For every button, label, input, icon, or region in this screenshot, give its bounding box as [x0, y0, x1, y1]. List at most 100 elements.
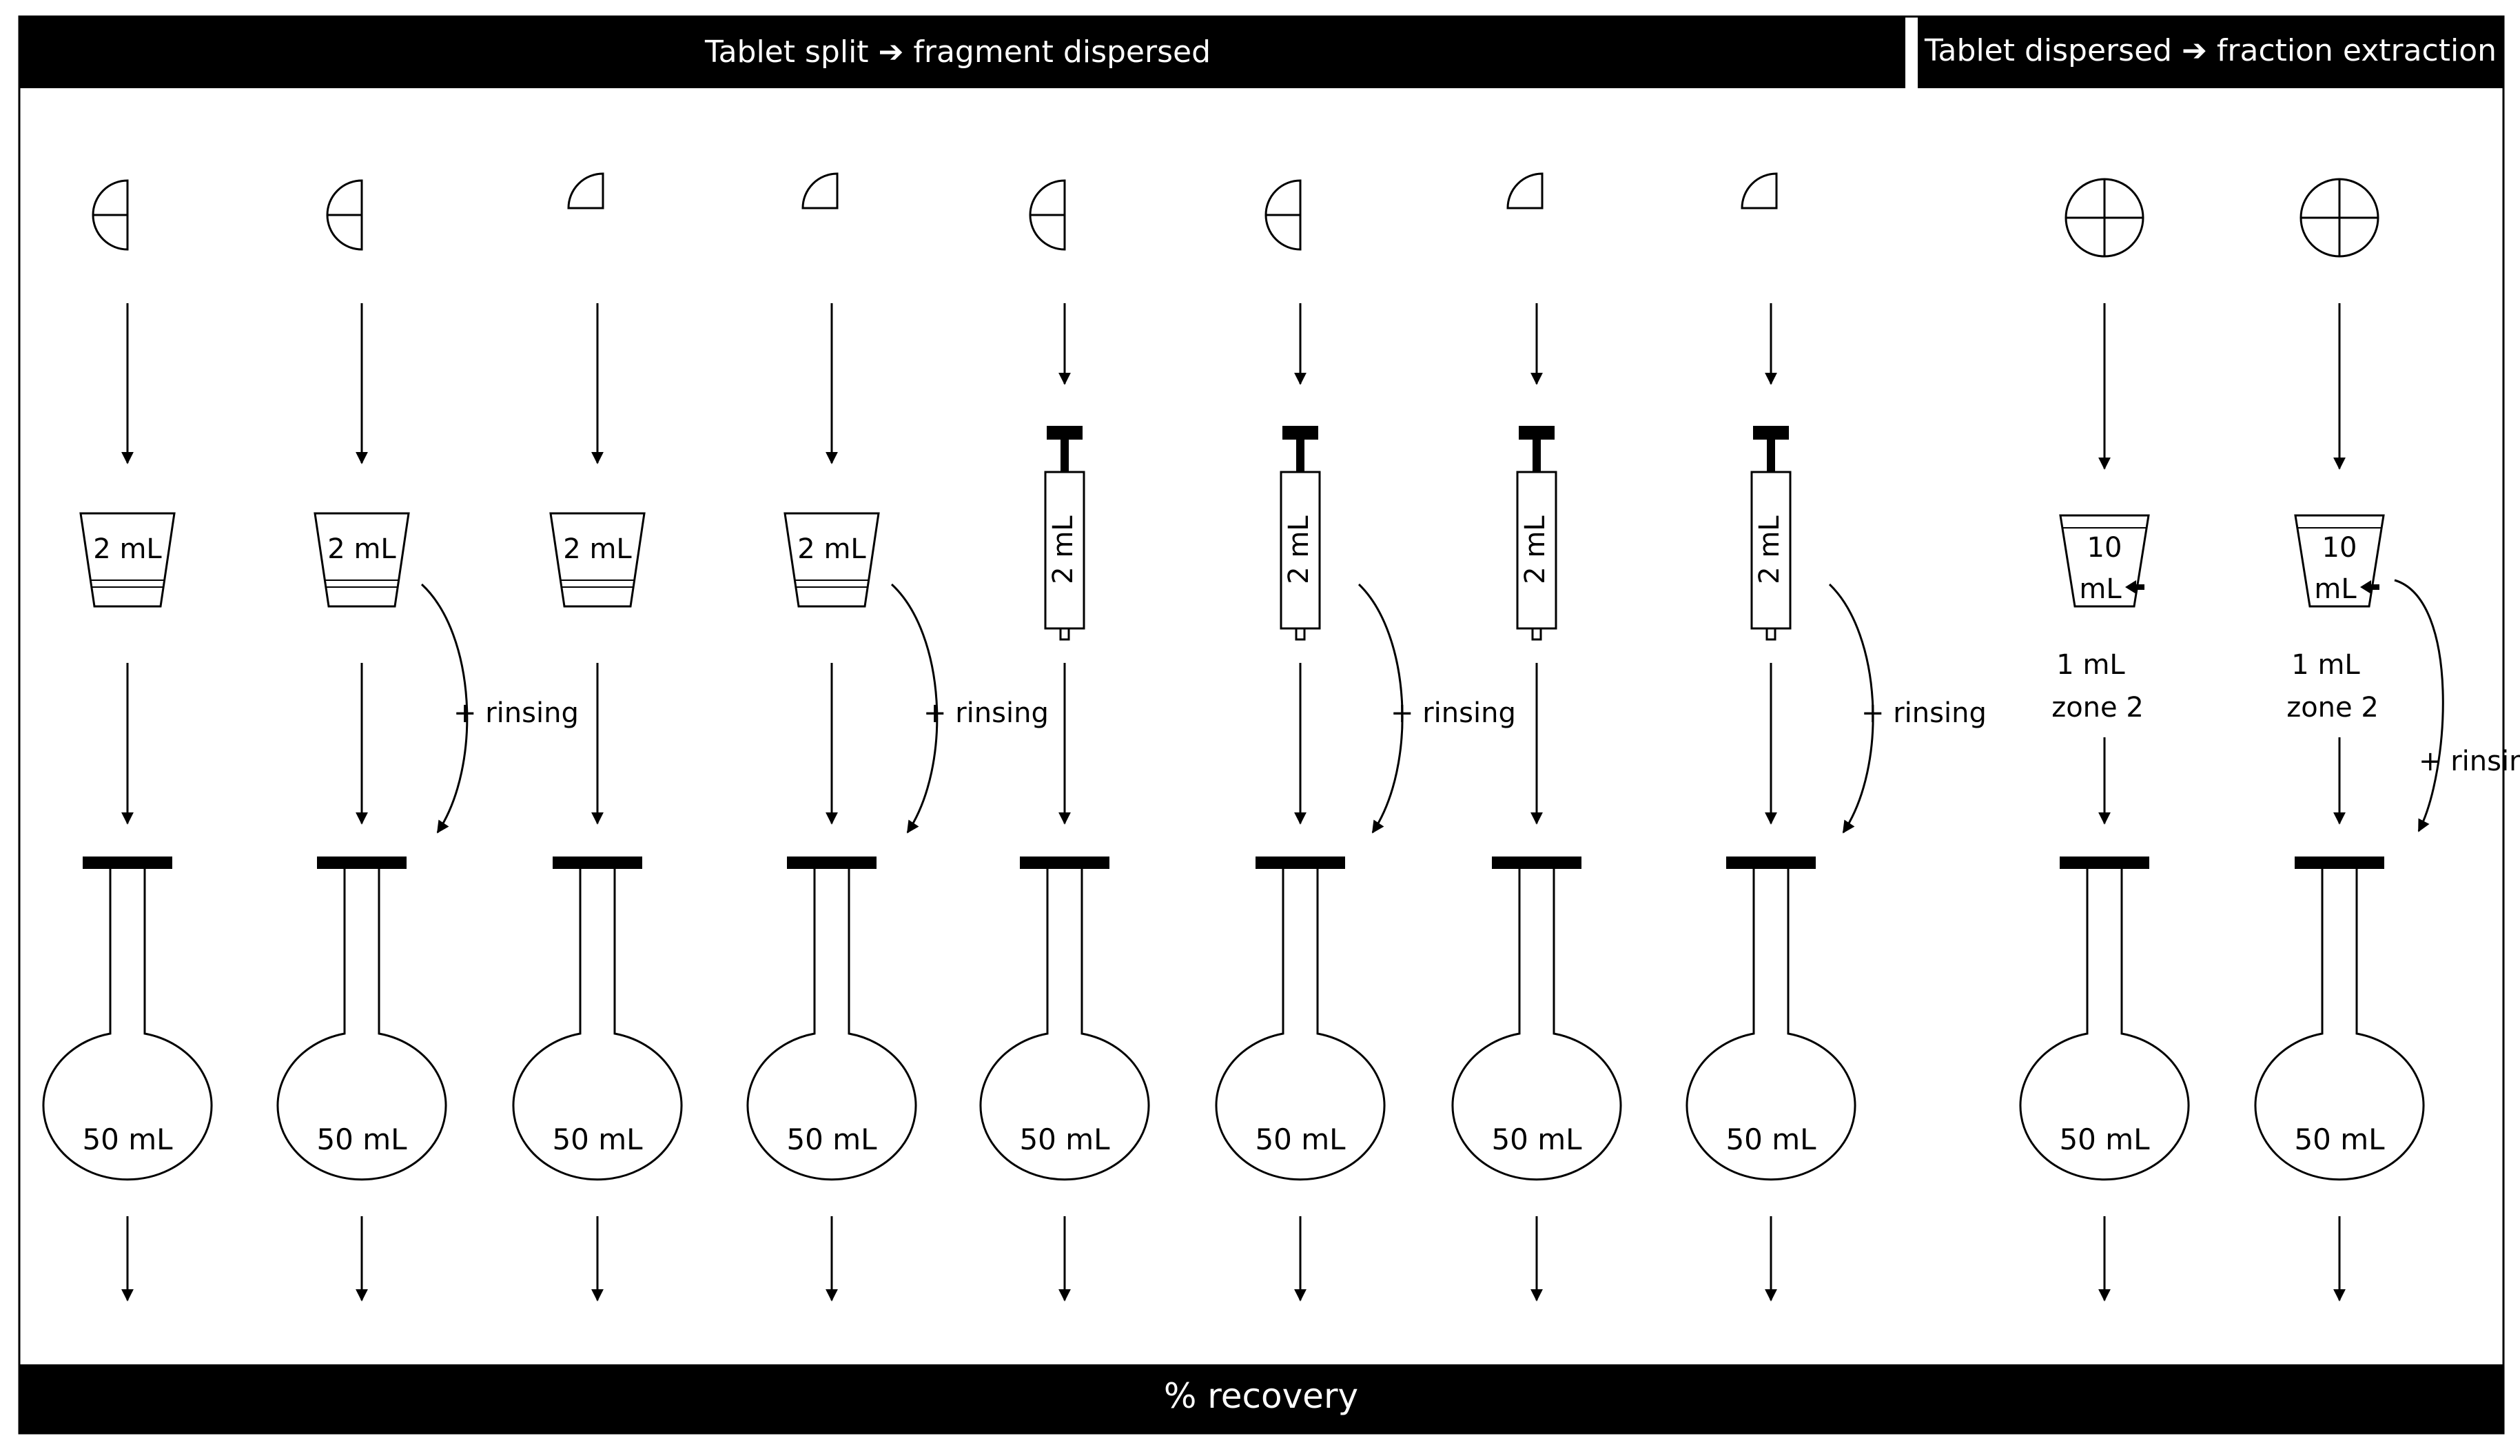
fraction-zone-label: zone 2 [2051, 692, 2144, 724]
fraction-volume-label: 1 mL [2056, 649, 2125, 681]
footer-band [19, 1364, 2503, 1433]
flask-volume-label: 50 mL [1725, 1122, 1816, 1156]
flask-volume-label: 50 mL [1491, 1122, 1582, 1156]
flask-stopper [1256, 857, 1345, 869]
flask-stopper [2295, 857, 2384, 869]
quarter-tablet-icon [1741, 172, 1778, 209]
flask-stopper [2060, 857, 2149, 869]
dosing-cup-10ml [2294, 514, 2385, 608]
fraction-volume-label: 1 mL [2291, 649, 2360, 681]
syringe-plunger-rod [1061, 440, 1069, 472]
syringe-tip [1059, 627, 1070, 641]
flask-volume-label: 50 mL [1019, 1122, 1110, 1156]
volumetric-flask-50ml [1215, 869, 1386, 1181]
flask-stopper [83, 857, 172, 869]
syringe-tip [1765, 627, 1776, 641]
workflow-column: 2 mL + rinsing 50 mL [746, 172, 1049, 1181]
cup-volume-number: 10 [2322, 532, 2357, 564]
rinsing-arrow [1828, 583, 1874, 834]
rinsing-label: + rinsing [2419, 746, 2520, 777]
flask-stopper [1020, 857, 1109, 869]
quarter-tablet-icon [567, 172, 604, 209]
flask-stopper [1492, 857, 1581, 869]
volumetric-flask-50ml [1686, 869, 1856, 1181]
cup-volume-label: 2 mL [93, 533, 162, 565]
syringe-volume-label: 2 mL [1283, 515, 1315, 584]
rinsing-label: + rinsing [453, 697, 579, 729]
flask-volume-label: 50 mL [316, 1122, 407, 1156]
footer-recovery-label: % recovery [1164, 1376, 1358, 1416]
syringe-volume-label: 2 mL [1519, 515, 1551, 584]
syringe-plunger-rod [1296, 440, 1304, 472]
rinsing-label: + rinsing [923, 697, 1049, 729]
flask-volume-label: 50 mL [2294, 1122, 2385, 1156]
syringe-plunger-handle [1753, 426, 1789, 440]
rinsing-arrow [1358, 583, 1404, 834]
volumetric-flask-50ml [2254, 869, 2425, 1181]
syringe-plunger-handle [1047, 426, 1083, 440]
zone-2-pointer-icon [2360, 580, 2379, 594]
half-tablet-icon [1264, 179, 1302, 251]
rinsing-arrow [420, 583, 469, 834]
flask-stopper [1726, 857, 1816, 869]
workflow-column: 10 mL 1 mL zone 2 50 mL [2019, 178, 2190, 1181]
workflow-column: 2 mL + rinsing 50 mL [1686, 172, 1987, 1181]
volumetric-flask-50ml [1451, 869, 1622, 1181]
flask-stopper [553, 857, 642, 869]
cup-volume-label: 2 mL [797, 533, 866, 565]
header-left-title: Tablet split ➔ fragment dispersed [704, 34, 1211, 70]
rinsing-arrow [2394, 579, 2444, 832]
volumetric-flask-50ml [42, 869, 213, 1181]
workflow-column: 2 mL + rinsing 50 mL [276, 179, 579, 1181]
zone-2-pointer-icon [2125, 580, 2144, 594]
flask-stopper [787, 857, 877, 869]
flask-volume-label: 50 mL [552, 1122, 643, 1156]
rinsing-label: + rinsing [1391, 697, 1516, 729]
syringe-plunger-handle [1282, 426, 1318, 440]
workflow-column: 2 mL 50 mL [42, 179, 213, 1181]
volumetric-flask-50ml [276, 869, 447, 1181]
cup-volume-number: 10 [2087, 532, 2122, 564]
workflow-column: 2 mL 50 mL [979, 179, 1150, 1181]
syringe-volume-label: 2 mL [1047, 515, 1079, 584]
workflow-column: 2 mL 50 mL [1451, 172, 1622, 1181]
cup-volume-unit: mL [2079, 573, 2122, 605]
flask-stopper [317, 857, 407, 869]
dosing-cup-10ml [2059, 514, 2150, 608]
cup-volume-unit: mL [2314, 573, 2357, 605]
half-tablet-icon [326, 179, 363, 251]
flask-volume-label: 50 mL [82, 1122, 173, 1156]
syringe-plunger-handle [1519, 426, 1555, 440]
dosing-cup-2ml [549, 512, 646, 608]
rinsing-label: + rinsing [1861, 697, 1987, 729]
syringe-tip [1295, 627, 1306, 641]
flask-volume-label: 50 mL [2059, 1122, 2150, 1156]
volumetric-flask-50ml [979, 869, 1150, 1181]
dosing-cup-2ml [314, 512, 410, 608]
flask-volume-label: 50 mL [1255, 1122, 1346, 1156]
workflow-column: 10 mL 1 mL zone 2 + rinsing 50 mL [2254, 178, 2520, 1181]
cup-volume-label: 2 mL [563, 533, 632, 565]
volumetric-flask-50ml [512, 869, 683, 1181]
rinsing-arrow [890, 583, 939, 834]
dosing-cup-2ml [79, 512, 176, 608]
syringe-volume-label: 2 mL [1754, 515, 1785, 584]
syringe-plunger-rod [1533, 440, 1541, 472]
volumetric-flask-50ml [746, 869, 917, 1181]
header-band-left [19, 17, 1905, 88]
quarter-tablet-icon [1506, 172, 1544, 209]
half-tablet-icon [92, 179, 129, 251]
cup-volume-label: 2 mL [327, 533, 396, 565]
dosing-cup-2ml [783, 512, 880, 608]
header-right-title: Tablet dispersed ➔ fraction extraction [1924, 33, 2497, 68]
diagram-frame [18, 15, 2505, 1435]
syringe-tip [1531, 627, 1542, 641]
volumetric-flask-50ml [2019, 869, 2190, 1181]
fraction-zone-label: zone 2 [2286, 692, 2379, 724]
flask-volume-label: 50 mL [786, 1122, 877, 1156]
workflow-column: 2 mL + rinsing 50 mL [1215, 179, 1516, 1181]
header-band-right [1918, 17, 2503, 88]
workflow-column: 2 mL 50 mL [512, 172, 683, 1181]
